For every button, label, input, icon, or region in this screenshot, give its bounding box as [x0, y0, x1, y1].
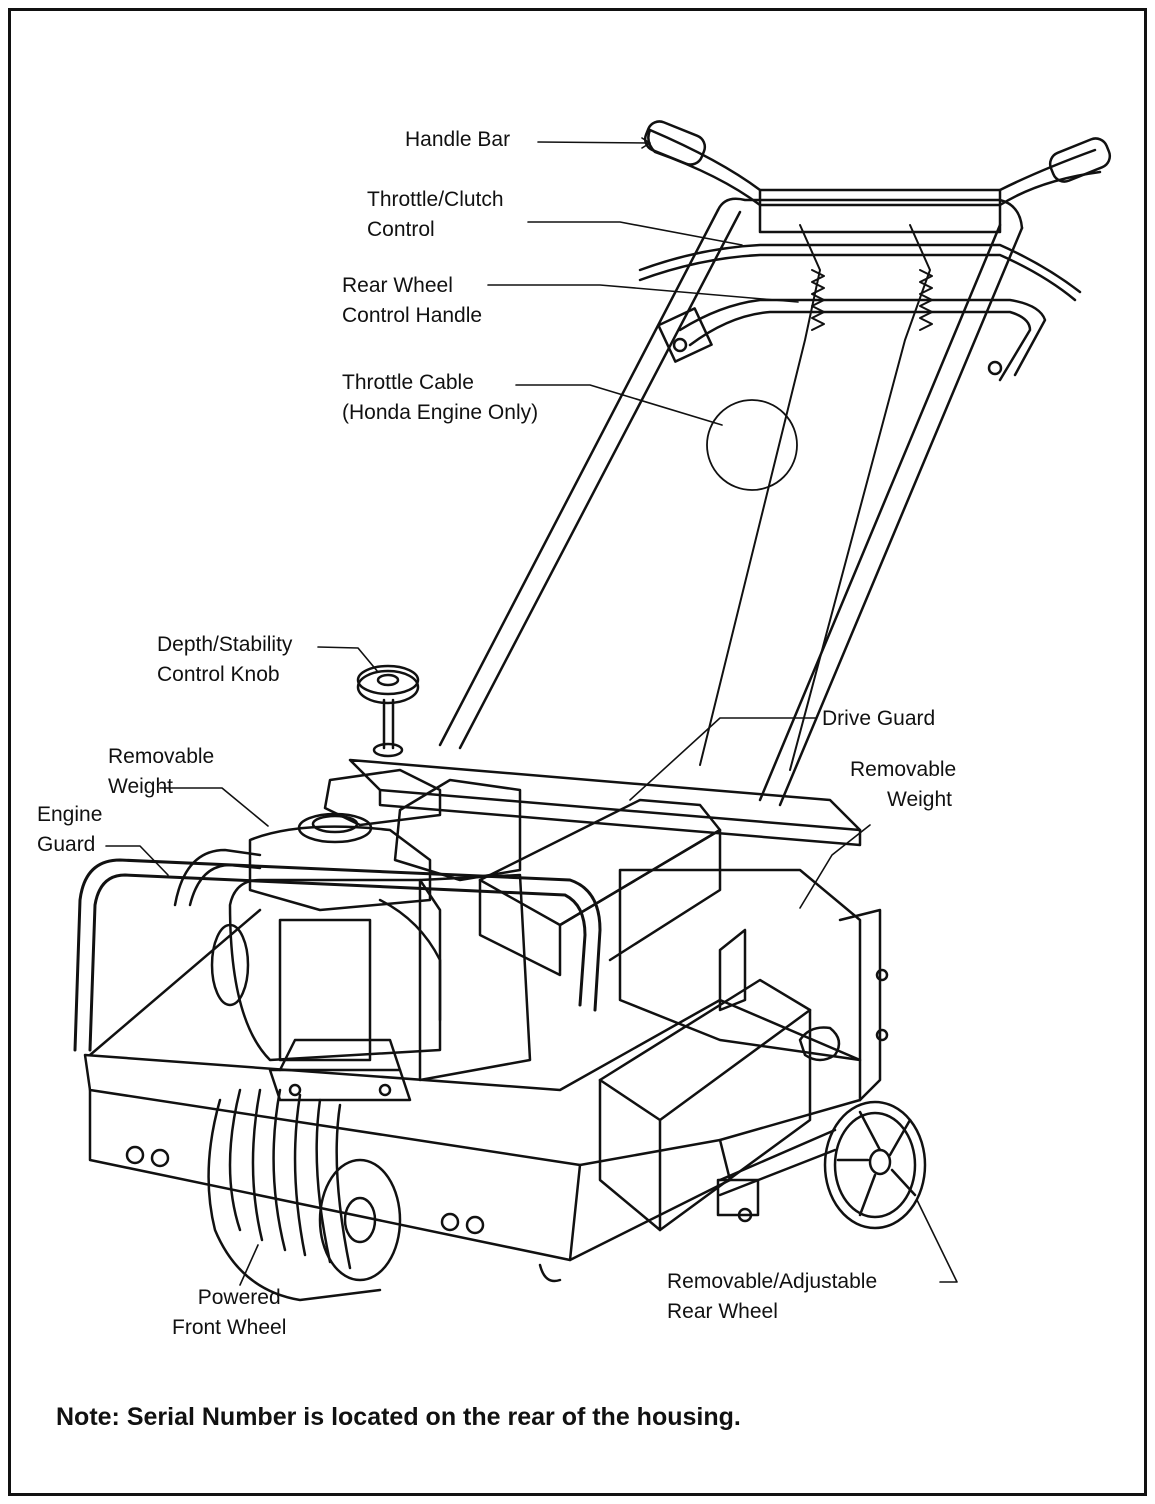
- label-rear-wheel-line2: Rear Wheel: [667, 1300, 778, 1323]
- rear-wheel-drawing: [716, 1026, 927, 1230]
- label-depth-knob-line2: Control Knob: [157, 663, 280, 686]
- label-drive-guard-text: Drive Guard: [822, 707, 936, 730]
- label-throttle-cable-line2: (Honda Engine Only): [342, 401, 539, 424]
- label-rear-wheel-control: Rear Wheel Control Handle: [342, 271, 482, 331]
- front-wheel-drawing: [207, 1088, 562, 1302]
- label-engine-guard-line2: Guard: [37, 833, 96, 856]
- springs-drawing: [699, 224, 933, 771]
- label-engine-guard: Engine Guard: [37, 800, 102, 860]
- label-throttle-clutch: Throttle/Clutch Control: [367, 185, 504, 245]
- label-throttle-clutch-line1: Throttle/Clutch: [367, 188, 504, 211]
- label-throttle-clutch-line2: Control: [367, 218, 435, 241]
- label-rear-wheel: Removable/Adjustable Rear Wheel: [667, 1267, 877, 1327]
- label-depth-knob: Depth/Stability Control Knob: [157, 630, 292, 690]
- drive-guard-drawing: [418, 798, 722, 1082]
- control-bars-drawing: [638, 243, 1082, 382]
- label-rear-wheel-control-line1: Rear Wheel: [342, 274, 453, 297]
- right-weight-drawing: [598, 868, 889, 1232]
- label-handle-bar-text: Handle Bar: [405, 128, 511, 151]
- serial-number-note: Note: Serial Number is located on the re…: [56, 1403, 741, 1431]
- page-border: [8, 8, 1147, 1496]
- throttle-cable-callout-circle: [706, 399, 798, 491]
- depth-knob-drawing: [356, 664, 420, 758]
- label-depth-knob-line1: Depth/Stability: [157, 633, 293, 656]
- engine-drawing: [210, 768, 522, 1102]
- label-rear-wheel-control-line2: Control Handle: [342, 304, 483, 327]
- label-removable-weight-right-line1: Removable: [850, 758, 957, 781]
- label-removable-weight-left-line2: Weight: [108, 775, 173, 798]
- label-removable-weight-right: Removable Weight: [850, 755, 956, 815]
- label-removable-weight-left: Removable Weight: [108, 742, 214, 802]
- leader-lines: [105, 137, 958, 1286]
- label-throttle-cable-line1: Throttle Cable: [342, 371, 474, 394]
- label-throttle-cable: Throttle Cable (Honda Engine Only): [342, 368, 538, 428]
- label-drive-guard: Drive Guard: [822, 704, 935, 734]
- deck-drawing: [348, 758, 862, 847]
- label-powered-front-wheel: Powered Front Wheel: [172, 1283, 286, 1343]
- label-removable-weight-right-line2: Weight: [887, 788, 952, 811]
- lower-housing-drawing: [83, 908, 862, 1262]
- label-handle-bar: Handle Bar: [405, 125, 510, 155]
- label-rear-wheel-line1: Removable/Adjustable: [667, 1270, 878, 1293]
- label-powered-front-wheel-line1: Powered: [197, 1286, 281, 1309]
- handle-bar-drawing: [643, 120, 1112, 234]
- label-removable-weight-left-line1: Removable: [108, 745, 215, 768]
- label-powered-front-wheel-line2: Front Wheel: [172, 1316, 287, 1339]
- label-engine-guard-line1: Engine: [37, 803, 103, 826]
- engine-guard-drawing: [73, 848, 602, 1052]
- handle-frame-drawing: [438, 197, 1024, 807]
